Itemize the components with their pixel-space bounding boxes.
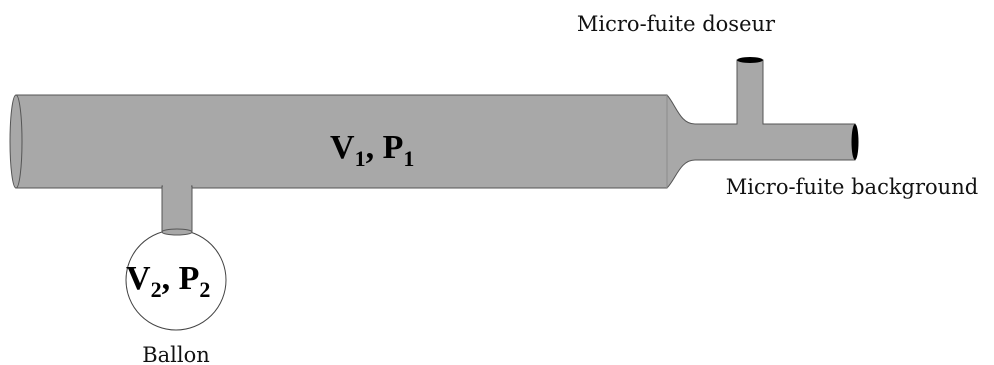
tube-pressure-subscript: 1 bbox=[403, 146, 414, 171]
ballon-neck bbox=[161, 228, 193, 236]
ballon-volume-symbol: V bbox=[126, 260, 151, 297]
ballon-pressure-subscript: 2 bbox=[199, 277, 210, 302]
ballon-connector-cover bbox=[163, 184, 191, 190]
micro-fuite-background-caption: Micro-fuite background bbox=[726, 175, 978, 199]
micro-fuite-doseur-caption: Micro-fuite doseur bbox=[577, 12, 776, 36]
background-leak-cap bbox=[851, 124, 859, 160]
ballon-label: V2, P2 bbox=[126, 260, 210, 302]
ballon-caption: Ballon bbox=[142, 343, 210, 365]
doseur-leak-cap bbox=[737, 57, 763, 63]
tube-label: V1, P1 bbox=[330, 129, 414, 171]
ballon-label-separator: , bbox=[162, 260, 179, 297]
main-tube bbox=[15, 59, 856, 189]
tube-pressure-symbol: P bbox=[383, 129, 404, 166]
ballon-connector bbox=[161, 185, 193, 233]
tube-volume-subscript: 1 bbox=[355, 146, 366, 171]
tube-volume-symbol: V bbox=[330, 129, 355, 166]
main-tube-left-cap bbox=[9, 94, 23, 189]
tube-label-separator: , bbox=[366, 129, 383, 166]
ballon-pressure-symbol: P bbox=[179, 260, 200, 297]
ballon-volume-subscript: 2 bbox=[151, 277, 162, 302]
